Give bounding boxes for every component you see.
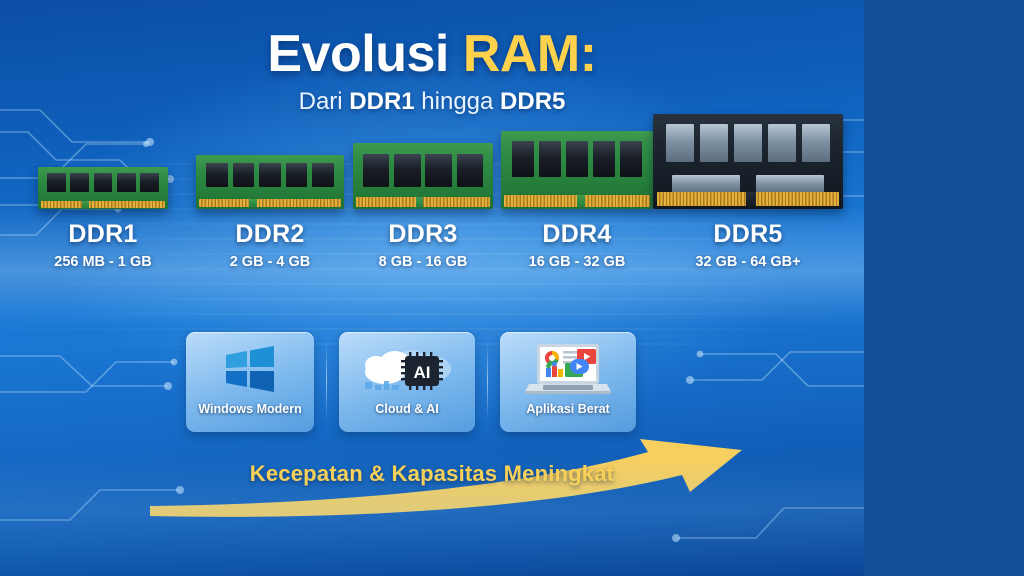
ram-module-ddr2	[196, 155, 344, 209]
use-case-label-windows: Windows Modern	[198, 402, 302, 416]
use-case-card-windows[interactable]: Windows Modern	[186, 332, 315, 432]
windows-logo-icon	[222, 340, 278, 398]
ram-capacity-ddr1: 256 MB - 1 GB	[54, 254, 152, 270]
contact-notch	[416, 197, 423, 208]
upward-trend-arrow-icon	[150, 439, 742, 517]
ram-label-ddr1: DDR1	[68, 220, 138, 248]
cloud-ai-chip-icon: AI	[361, 340, 453, 398]
use-case-label-cloud-ai: Cloud & AI	[375, 402, 439, 416]
memory-chips-lower	[672, 174, 824, 194]
glow-band-decoration	[0, 205, 864, 325]
title-accent: RAM:	[462, 25, 597, 83]
slide-canvas: Evolusi RAM: Dari DDR1 hingga DDR5 DDR1 …	[0, 0, 864, 576]
ram-module-row: DDR1 256 MB - 1 GB DDR2 2 GB - 4 GB	[0, 114, 864, 270]
use-case-card-row: Windows Modern	[186, 332, 636, 436]
contact-notch	[249, 199, 257, 208]
ram-capacity-ddr4: 16 GB - 32 GB	[528, 254, 626, 270]
bottom-sheen-decoration	[0, 456, 864, 576]
contact-notch	[577, 194, 585, 207]
contact-notch	[746, 191, 756, 207]
ram-item-ddr4: DDR4 16 GB - 32 GB	[484, 131, 670, 270]
gold-contacts	[355, 197, 491, 208]
ram-item-ddr2: DDR2 2 GB - 4 GB	[177, 155, 363, 270]
ram-capacity-ddr2: 2 GB - 4 GB	[229, 254, 311, 270]
subtitle-prefix: Dari	[298, 88, 350, 115]
ram-capacity-ddr5: 32 GB - 64 GB+	[695, 254, 801, 270]
ram-item-ddr5: DDR5 32 GB - 64 GB+	[645, 114, 851, 270]
ram-label-ddr4: DDR4	[542, 220, 612, 248]
page-title: Evolusi RAM:	[0, 24, 864, 84]
ram-label-ddr3: DDR3	[388, 220, 458, 248]
title-primary: Evolusi	[267, 25, 463, 83]
ram-label-ddr5: DDR5	[713, 220, 783, 248]
memory-chips	[362, 153, 484, 187]
right-pillarbox	[864, 0, 1024, 576]
ram-module-ddr3	[353, 143, 493, 209]
gold-contacts	[40, 201, 166, 208]
laptop-apps-icon	[521, 340, 615, 398]
contact-notch	[82, 201, 89, 208]
ram-capacity-ddr3: 8 GB - 16 GB	[378, 254, 468, 270]
ram-label-ddr2: DDR2	[235, 220, 305, 248]
ram-item-ddr1: DDR1 256 MB - 1 GB	[14, 167, 192, 270]
page-subtitle: Dari DDR1 hingga DDR5	[0, 88, 864, 116]
footer-caption: Kecepatan & Kapasitas Meningkat	[0, 461, 864, 487]
memory-chips	[666, 124, 830, 163]
memory-chips	[47, 172, 159, 193]
memory-chips	[511, 141, 643, 177]
subtitle-ddr1: DDR1	[349, 88, 415, 115]
gold-contacts	[198, 199, 342, 208]
ram-module-ddr4	[501, 131, 653, 209]
use-case-card-heavy-apps[interactable]: Aplikasi Berat	[500, 332, 636, 432]
svg-text:AI: AI	[414, 363, 431, 382]
card-divider	[487, 342, 489, 420]
use-case-label-heavy-apps: Aplikasi Berat	[526, 402, 610, 416]
ram-item-ddr3: DDR3 8 GB - 16 GB	[330, 143, 516, 270]
ram-module-ddr5	[653, 114, 843, 209]
use-case-card-cloud-ai[interactable]: AI Cloud & AI	[339, 332, 476, 432]
trend-arrow-container	[0, 430, 864, 520]
card-divider	[326, 342, 328, 420]
ram-module-ddr1	[38, 167, 168, 209]
memory-chips	[206, 162, 334, 188]
subtitle-middle: hingga	[414, 88, 501, 115]
subtitle-ddr5: DDR5	[500, 88, 566, 115]
